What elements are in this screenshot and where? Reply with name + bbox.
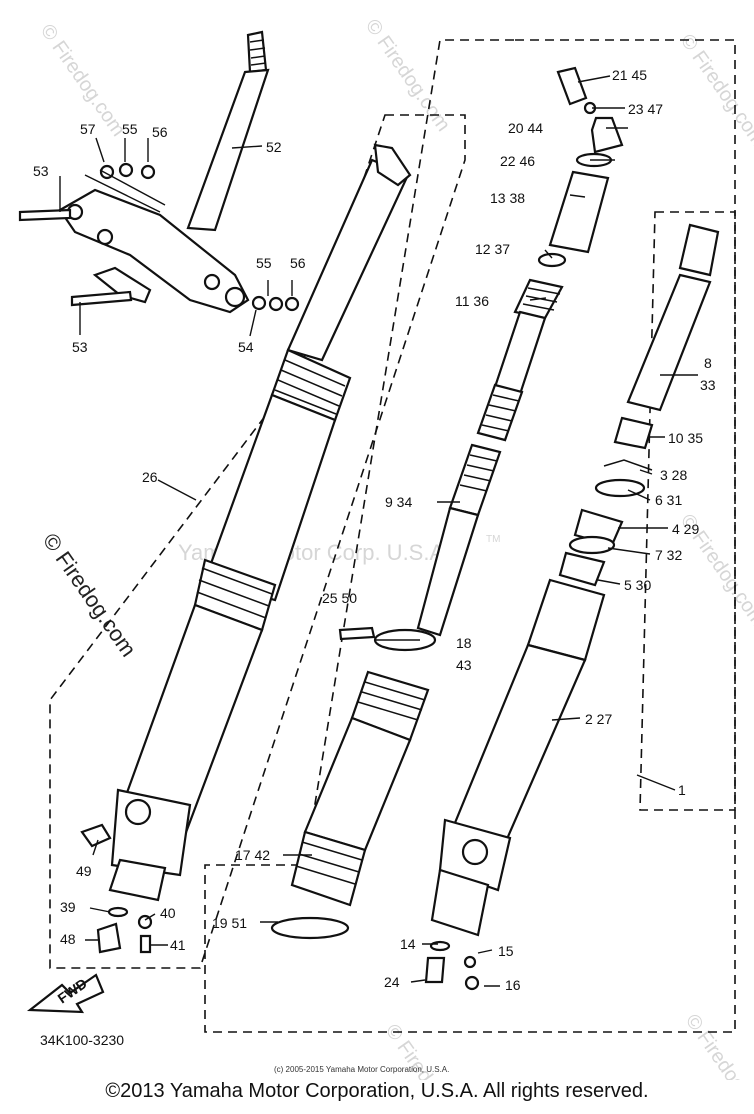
fwd-arrow: FWD: [26, 973, 105, 1014]
label-41: 41: [170, 937, 186, 953]
label-6-31: 6 31: [655, 492, 682, 508]
label-26: 26: [142, 469, 158, 485]
parts-diagram: © Firedog.com © Firedog.com © Firedog.co…: [18, 15, 754, 1080]
watermark-left-dark: © Firedog.com: [38, 529, 141, 662]
bolt-49: [80, 823, 112, 848]
part-8-top: [678, 223, 720, 277]
watermark-top-right: © Firedog.com: [676, 30, 754, 150]
stem-thread: [246, 30, 268, 74]
label-16: 16: [505, 977, 521, 993]
label-19-51: 19 51: [212, 915, 247, 931]
label-43: 43: [456, 657, 472, 673]
label-40: 40: [160, 905, 176, 921]
outline-outer-tube: [639, 211, 736, 811]
group-outlines: [49, 39, 736, 1033]
right-outer-tube: [448, 643, 587, 857]
label-7-32: 7 32: [655, 547, 682, 563]
right-outer: [424, 223, 720, 991]
label-14: 14: [400, 936, 416, 952]
bolt-25: [338, 626, 376, 641]
outline-left-fork: [49, 114, 466, 969]
spring-lower-coils: [476, 383, 524, 442]
label-24: 24: [384, 974, 400, 990]
bolt-48: [96, 922, 122, 954]
label-22-46: 22 46: [500, 153, 535, 169]
part-13-spacer: [548, 170, 610, 254]
steering-assembly: [18, 30, 300, 314]
leader-lines: [59, 75, 698, 987]
label-18: 18: [456, 635, 472, 651]
bolt-53a: [18, 208, 72, 222]
diagram-code: 34K100-3230: [40, 1032, 124, 1048]
label-1: 1: [678, 782, 686, 798]
label-4-29: 4 29: [672, 521, 699, 537]
label-57: 57: [80, 121, 96, 137]
label-55-top: 55: [122, 121, 138, 137]
left-inner-tube: [286, 158, 410, 362]
label-9-34: 9 34: [385, 494, 412, 510]
left-fork: [80, 143, 412, 954]
part-21: [556, 66, 588, 106]
label-5-30: 5 30: [624, 577, 651, 593]
label-33: 33: [700, 377, 716, 393]
label-48: 48: [60, 931, 76, 947]
label-13-38: 13 38: [490, 190, 525, 206]
left-cap: [373, 143, 412, 187]
label-49: 49: [76, 863, 92, 879]
part-8-tube: [626, 273, 712, 412]
label-8: 8: [704, 355, 712, 371]
bolt-24: [424, 956, 446, 984]
small-copyright: (c) 2005-2015 Yamaha Motor Corporation, …: [274, 1065, 449, 1074]
bolt-53b: [70, 290, 133, 307]
right-boot-bottom: [290, 830, 367, 907]
outline-right-fork: [204, 39, 736, 1033]
label-56-bottom: 56: [290, 255, 306, 271]
watermark-tm: TM: [486, 534, 500, 545]
label-17-42: 17 42: [235, 847, 270, 863]
label-54: 54: [238, 339, 254, 355]
label-11-36: 11 36: [455, 293, 489, 309]
washer-7: [568, 535, 616, 555]
label-3-28: 3 28: [660, 467, 687, 483]
part-10: [613, 416, 654, 450]
label-21-45: 21 45: [612, 67, 647, 83]
label-53-bottom: 53: [72, 339, 88, 355]
damper-rod: [416, 506, 480, 637]
label-12-37: 12 37: [475, 241, 510, 257]
screw-41: [139, 934, 152, 954]
label-39: 39: [60, 899, 76, 915]
label-25-50: 25 50: [322, 590, 357, 606]
left-lower-end: [108, 858, 167, 902]
label-15: 15: [498, 943, 514, 959]
steering-stem: [186, 68, 270, 232]
left-boot-body: [203, 393, 337, 602]
label-20-44: 20 44: [508, 120, 543, 136]
clamp-19: [270, 916, 350, 940]
label-55-bottom: 55: [256, 255, 272, 271]
label-53-top: 53: [33, 163, 49, 179]
label-2-27: 2 27: [585, 711, 612, 727]
right-lower-end: [430, 868, 490, 937]
label-56-top: 56: [152, 124, 168, 140]
watermark-bottom-right: © Firedog.com: [681, 1010, 754, 1080]
part-20-cap: [590, 116, 624, 154]
footer-copyright: ©2013 Yamaha Motor Corporation, U.S.A. A…: [105, 1080, 649, 1102]
label-23-47: 23 47: [628, 101, 663, 117]
label-10-35: 10 35: [668, 430, 703, 446]
center-column: [270, 66, 624, 940]
watermark-top-mid: © Firedog.com: [361, 15, 454, 135]
part-5: [558, 551, 606, 587]
label-52: 52: [266, 139, 282, 155]
clip-3: [603, 459, 653, 471]
part-labels: 21 45 23 47 20 44 22 46 13 38 12 37 11 3…: [33, 67, 716, 1048]
clamp-plate: [92, 266, 152, 304]
right-boot-body: [303, 716, 412, 852]
